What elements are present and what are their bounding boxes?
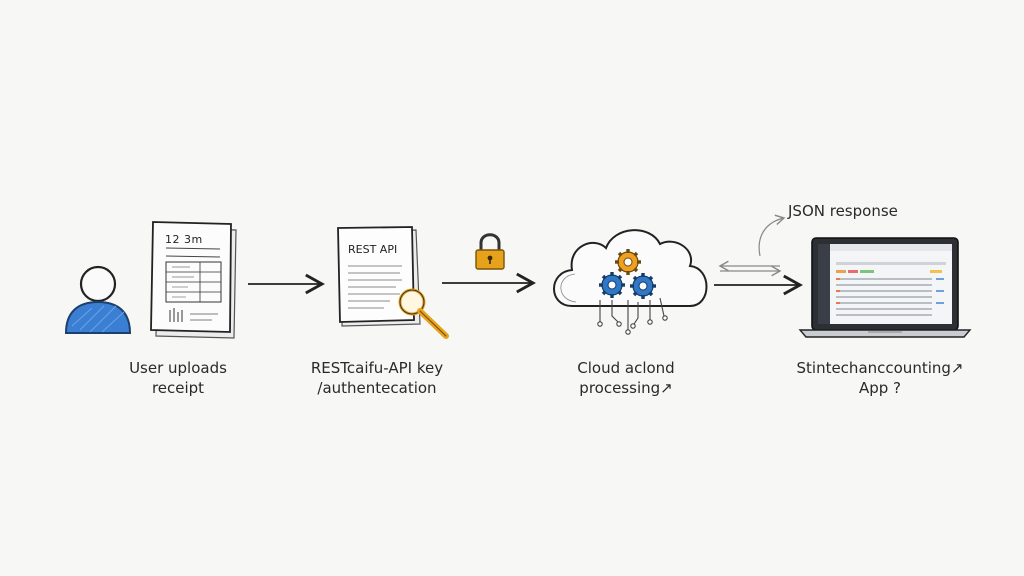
step-3-caption: Cloud aclond processing↗ <box>556 358 696 398</box>
step-1-caption: User uploads receipt <box>118 358 238 398</box>
document-icon <box>337 226 421 327</box>
step-1-line-2: receipt <box>151 379 205 397</box>
step-3-line-1: Cloud aclond <box>577 359 675 377</box>
lock-icon <box>475 233 505 270</box>
magnifier-icon <box>398 288 449 339</box>
step-4-caption: Stintechanccounting↗ App ? <box>790 358 970 398</box>
circuit-lines <box>597 297 668 335</box>
step-4-line-2: App ? <box>858 379 902 397</box>
arrow-json-curve <box>758 214 786 257</box>
api-doc-title: REST API <box>348 243 398 256</box>
receipt-number: 12 3m <box>165 233 203 246</box>
gear-icon <box>630 273 656 299</box>
gear-icon <box>615 249 641 275</box>
step-3-line-2: processing↗ <box>579 379 673 397</box>
step-1-line-1: User uploads <box>129 359 227 377</box>
json-response-label: JSON response <box>788 202 898 220</box>
user-icon <box>64 265 132 334</box>
laptop-icon <box>798 237 972 338</box>
step-2-caption: RESTcaifu-API key /authentecation <box>292 358 462 398</box>
step-4-line-1: Stintechanccounting↗ <box>796 359 964 377</box>
step-2-line-2: /authentecation <box>317 379 437 397</box>
gear-icon <box>599 272 625 298</box>
step-2-line-1: RESTcaifu-API key <box>310 359 444 377</box>
receipt-icon <box>150 221 237 339</box>
